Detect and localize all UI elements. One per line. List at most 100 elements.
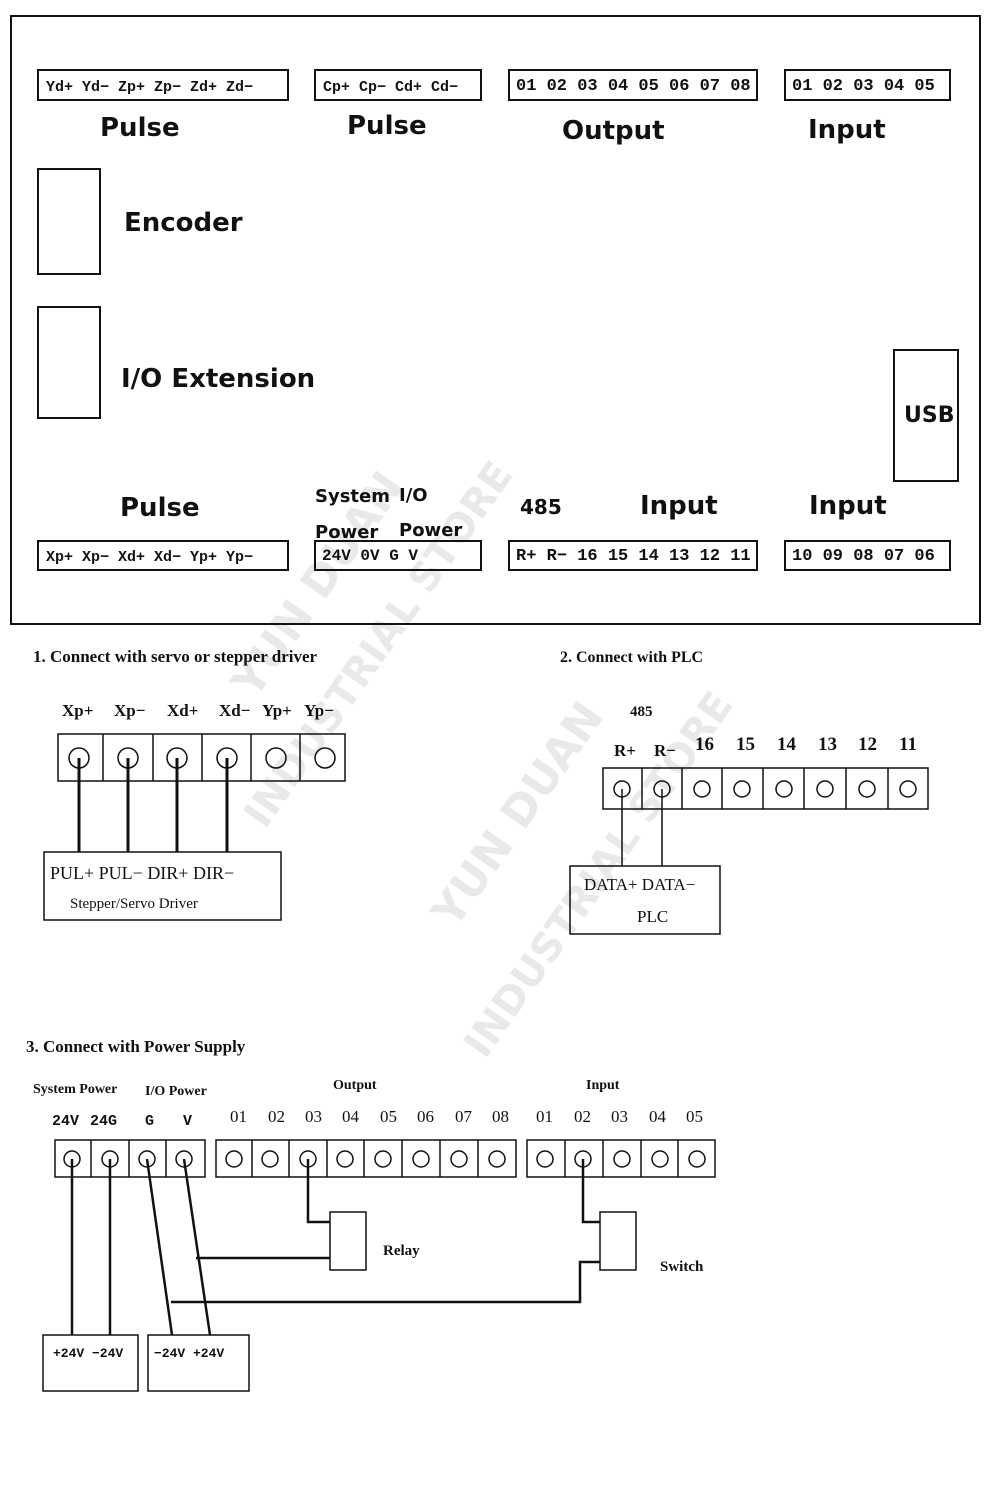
bottom-485-input-strip (508, 540, 758, 571)
s2-term-label: 15 (736, 734, 755, 755)
controller-board-outline (10, 15, 981, 625)
s2-term-label: 13 (818, 734, 837, 755)
top-output-label: Output (562, 116, 665, 146)
section1-terminal-labels: Xp+ Xp− Xd+ Xd− Yp+ Yp− (62, 701, 334, 720)
plc-signals: DATA+ DATA− (584, 875, 695, 894)
s3-output-label: 07 (455, 1107, 473, 1126)
s1-term-label: Yp− (304, 701, 334, 720)
s2-term-label: R− (654, 741, 676, 760)
section3-input-terminal-labels: 01 02 03 04 05 (536, 1107, 703, 1126)
plc-box (569, 865, 721, 935)
relay-box (329, 1211, 367, 1271)
bottom-input-terminals: 10 09 08 07 06 (792, 547, 935, 566)
system-label: System (315, 486, 390, 507)
io-psu-box (147, 1334, 250, 1392)
section3-wires (70, 1158, 600, 1336)
bottom-pulse-label: Pulse (120, 493, 200, 523)
switch-label: Switch (660, 1259, 704, 1275)
section2-title: 2. Connect with PLC (560, 649, 703, 666)
s3-input-label: 02 (574, 1107, 591, 1126)
s2-term-label: 16 (695, 734, 714, 755)
top-pulse-yz-terminals: Yd+ Yd− Zp+ Zp− Zd+ Zd− (46, 79, 253, 96)
output-heading: Output (333, 1078, 377, 1093)
io-extension-label: I/O Extension (121, 364, 315, 394)
s1-term-label: Yp+ (262, 701, 292, 720)
bottom-485-input-terminals: R+ R− 16 15 14 13 12 11 (516, 547, 751, 566)
s3-power-label: V (183, 1113, 192, 1130)
s3-power-label: 24G (90, 1113, 117, 1130)
bottom-input-strip (784, 540, 951, 571)
encoder-label: Encoder (124, 208, 243, 238)
bottom-power-strip (314, 540, 482, 571)
s2-term-label: 11 (899, 734, 917, 755)
top-input-label: Input (808, 115, 886, 145)
s3-output-label: 02 (268, 1107, 285, 1126)
top-pulse-c-strip (314, 69, 482, 101)
system-psu-label: +24V −24V (53, 1346, 123, 1361)
bottom-pulse-xy-terminals: Xp+ Xp− Xd+ Xd− Yp+ Yp− (46, 549, 253, 566)
s2-term-label: R+ (614, 741, 636, 760)
s3-output-label: 04 (342, 1107, 360, 1126)
s1-term-label: Xd+ (167, 701, 198, 720)
relay-label: Relay (383, 1243, 420, 1259)
io-psu-label: −24V +24V (154, 1346, 224, 1361)
driver-signals: PUL+ PUL− DIR+ DIR− (50, 863, 234, 883)
io-power-heading: I/O Power (145, 1084, 207, 1099)
switch-box (599, 1211, 637, 1271)
usb-port (893, 349, 959, 482)
section2-bus-label: 485 (630, 704, 653, 720)
rs485-label: 485 (520, 495, 562, 519)
section3-output-terminal-labels: 01 02 03 04 05 06 07 08 (230, 1107, 509, 1126)
section2-terminal-labels: R+ R− 16 15 14 13 12 11 (614, 734, 917, 760)
s3-output-label: 03 (305, 1107, 322, 1126)
s1-term-label: Xp− (114, 701, 145, 720)
s3-power-label: 24V (52, 1113, 79, 1130)
section1-title: 1. Connect with servo or stepper driver (33, 647, 318, 666)
top-input-terminals: 01 02 03 04 05 (792, 77, 935, 96)
top-pulse-yz-label: Pulse (100, 113, 180, 143)
top-pulse-c-label: Pulse (347, 111, 427, 141)
s2-term-label: 12 (858, 734, 877, 755)
section3-title: 3. Connect with Power Supply (26, 1037, 246, 1056)
s3-input-label: 04 (649, 1107, 667, 1126)
section3-input-terminal-block (526, 1139, 716, 1178)
s2-term-label: 14 (777, 734, 797, 755)
io-power-label: Power (399, 520, 462, 541)
top-output-strip (508, 69, 758, 101)
s3-output-label: 06 (417, 1107, 434, 1126)
system-power-heading: System Power (33, 1082, 117, 1097)
usb-label: USB (904, 403, 954, 428)
section3-power-terminal-labels: 24V 24G G V (52, 1113, 192, 1130)
system-power-label: Power (315, 522, 378, 543)
bottom-power-terminals: 24V 0V G V (322, 547, 418, 565)
driver-name: Stepper/Servo Driver (70, 896, 198, 912)
bottom-input-label-1: Input (640, 491, 718, 521)
input-heading: Input (586, 1078, 620, 1093)
stepper-servo-driver-box (43, 851, 282, 921)
io-extension-port (37, 306, 101, 419)
s3-output-label: 01 (230, 1107, 247, 1126)
system-psu-box (42, 1334, 139, 1392)
s3-input-label: 03 (611, 1107, 628, 1126)
bottom-pulse-xy-strip (37, 540, 289, 571)
s3-input-label: 05 (686, 1107, 703, 1126)
s1-term-label: Xd− (219, 701, 250, 720)
section3-power-terminal-block (54, 1139, 206, 1178)
s3-output-label: 08 (492, 1107, 509, 1126)
top-pulse-c-terminals: Cp+ Cp− Cd+ Cd− (323, 79, 458, 96)
top-input-strip (784, 69, 951, 101)
top-pulse-yz-strip (37, 69, 289, 101)
section2-terminal-block (602, 767, 929, 866)
section3-output-terminal-block (215, 1139, 517, 1178)
s3-input-label: 01 (536, 1107, 553, 1126)
top-output-terminals: 01 02 03 04 05 06 07 08 (516, 77, 751, 96)
encoder-port (37, 168, 101, 275)
io-label: I/O (399, 485, 428, 506)
bottom-input-label-2: Input (809, 491, 887, 521)
s3-power-label: G (145, 1113, 154, 1130)
plc-name: PLC (637, 907, 668, 926)
s3-output-label: 05 (380, 1107, 397, 1126)
section1-terminal-block (57, 733, 346, 852)
s1-term-label: Xp+ (62, 701, 93, 720)
